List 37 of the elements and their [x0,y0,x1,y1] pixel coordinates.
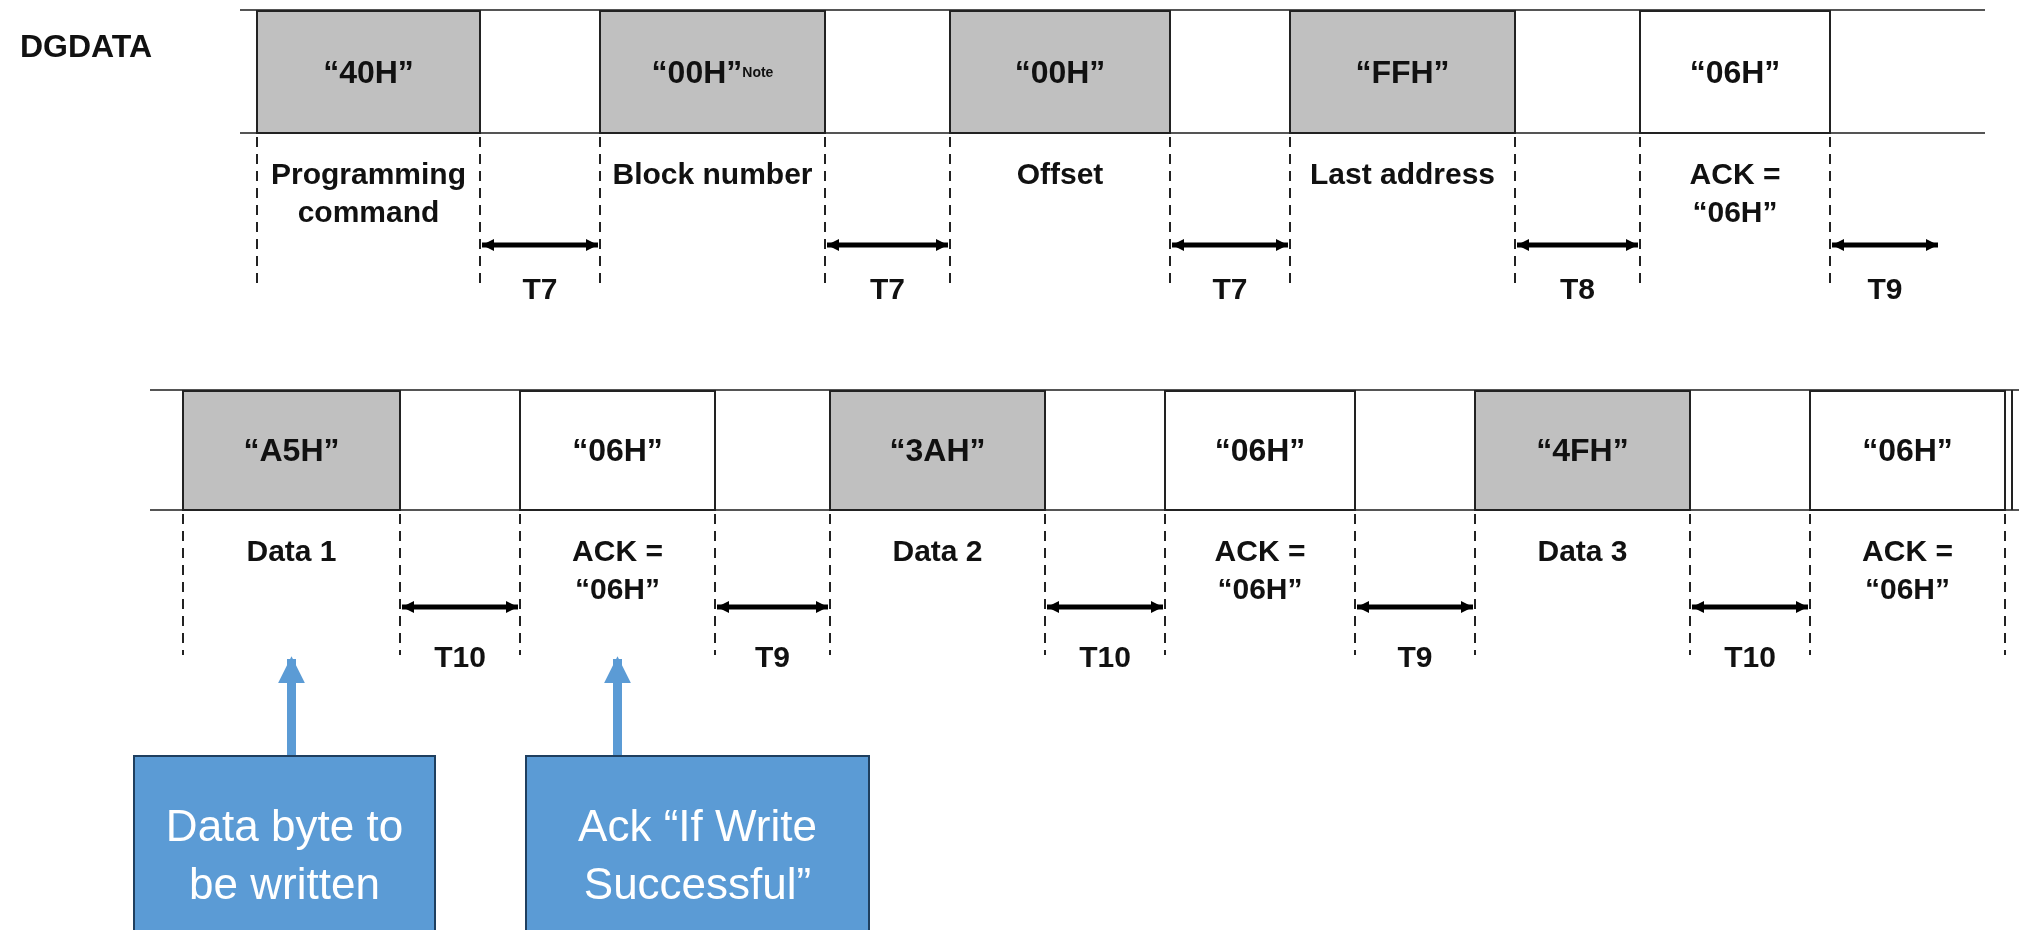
timing-label: T9 [755,640,790,674]
byte-cell: “00H”$^{Note}$ [599,10,826,134]
field-label: Data 2 [891,533,984,569]
field-label: Offset [1015,156,1105,192]
byte-cell: “06H” [519,390,716,511]
signal-name: DGDATA [20,28,153,65]
byte-cell: “3AH” [829,390,1046,511]
field-label: Data 3 [1536,533,1629,569]
field-label: ACK = “06H” [1688,156,1782,230]
timing-label: T10 [1724,640,1776,674]
field-label: Block number [611,156,814,192]
field-label: ACK = “06H” [571,533,664,607]
timing-label: T7 [870,272,905,306]
field-label: ACK = “06H” [1213,533,1307,607]
callout-box: Ack “If Write Successful” [525,755,870,930]
callout-box: Data byte to be written [133,755,436,930]
byte-cell: “40H” [256,10,481,134]
field-label: Programming command [270,156,467,230]
field-label: ACK = “06H” [1861,533,1954,607]
timing-label: T9 [1397,640,1433,674]
byte-cell: “06H” [1164,390,1356,511]
timing-label: T7 [522,272,558,306]
field-label: Last address [1308,156,1497,192]
field-label: Data 1 [245,533,338,569]
byte-cell: “FFH” [1289,10,1516,134]
timing-label: T10 [1079,640,1131,674]
arrow [278,656,305,755]
timing-label: T8 [1560,272,1595,306]
timing-label: T7 [1212,272,1248,306]
byte-cell: “00H” [949,10,1171,134]
arrow [604,656,631,755]
byte-cell: “4FH” [1474,390,1691,511]
byte-cell: “06H” [1639,10,1831,134]
timing-label: T10 [434,640,486,674]
timing-label: T9 [1867,272,1903,306]
byte-cell: “06H” [1809,390,2006,511]
byte-cell: “A5H” [182,390,401,511]
